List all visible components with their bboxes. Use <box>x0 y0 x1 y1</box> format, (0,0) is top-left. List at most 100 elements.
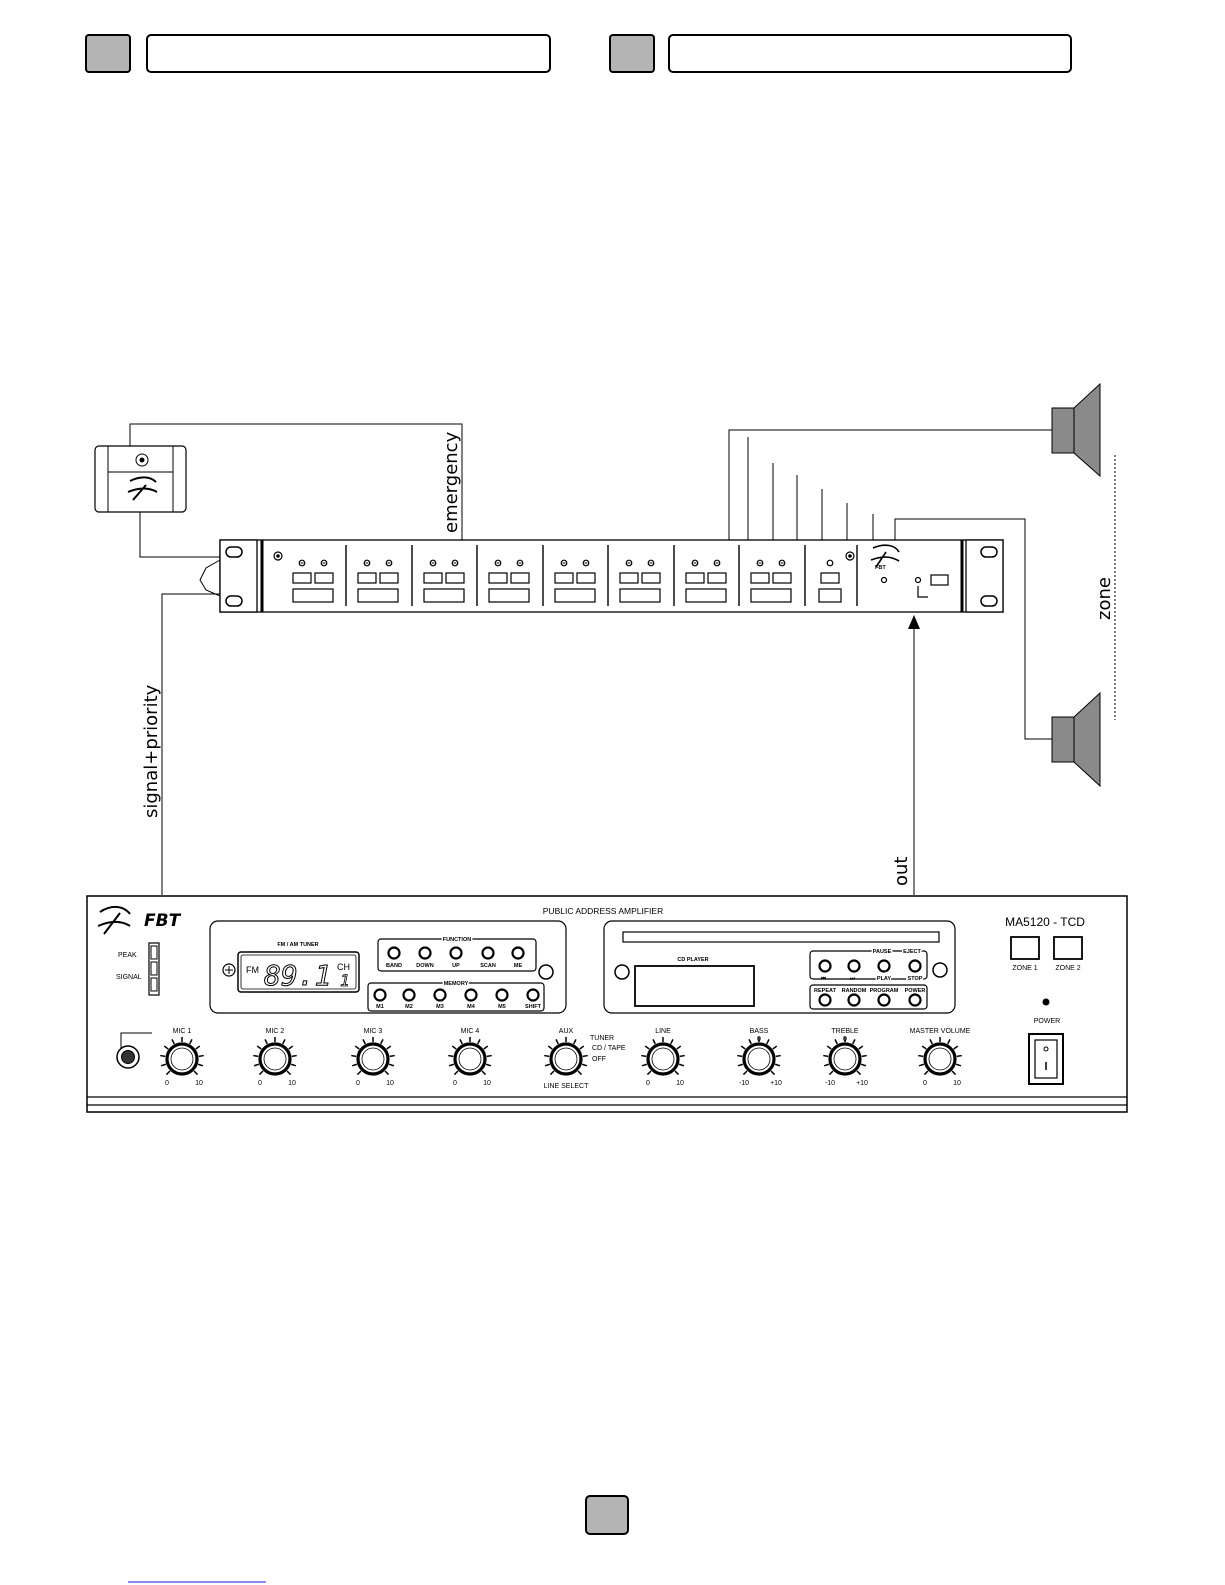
header-left-bar <box>146 34 551 73</box>
rack-input-bracket <box>199 559 221 597</box>
selector-off: OFF <box>592 1056 606 1063</box>
line-select-label: LINE SELECT <box>544 1083 589 1090</box>
cd-play-label: PLAY <box>877 976 891 982</box>
knob-label: MIC 4 <box>461 1028 480 1035</box>
cd-function-group <box>809 984 928 1010</box>
knob-min: -10 <box>825 1080 835 1087</box>
knob-label: BASS <box>750 1028 769 1035</box>
zone-module[interactable] <box>685 559 727 603</box>
knob-label: AUX <box>559 1028 574 1035</box>
cd-slot <box>622 931 940 943</box>
knob-treble[interactable]: TREBLE-10+100 <box>823 1028 868 1087</box>
header-left-square <box>85 34 131 73</box>
mic-jack-bracket <box>120 1032 152 1052</box>
knob-label: TREBLE <box>831 1028 859 1035</box>
cd-pause-label: PAUSE <box>873 949 892 955</box>
memory-m2-button[interactable] <box>402 988 416 1002</box>
memory-m5-button[interactable] <box>495 988 509 1002</box>
tuner-down-button[interactable] <box>418 946 432 960</box>
cd-random-button[interactable] <box>847 993 861 1007</box>
knob-min: 0 <box>165 1080 169 1087</box>
tuner-band-button[interactable] <box>387 946 401 960</box>
knob-min: 0 <box>646 1080 650 1087</box>
memory-m3-button[interactable] <box>433 988 447 1002</box>
master-module[interactable] <box>818 559 842 603</box>
memory-button-label: M2 <box>405 1004 413 1010</box>
power-led-icon <box>1042 998 1050 1006</box>
cd-repeat-button[interactable] <box>818 993 832 1007</box>
cd-transport-button[interactable] <box>847 959 861 973</box>
zone-module[interactable] <box>423 559 465 603</box>
knob-min: -10 <box>739 1080 749 1087</box>
zone-1-label: ZONE 1 <box>1012 965 1037 972</box>
knob-max: +10 <box>856 1080 868 1087</box>
zone-2-label: ZONE 2 <box>1055 965 1080 972</box>
tuner-up-button[interactable] <box>449 946 463 960</box>
knob-max: 10 <box>953 1080 961 1087</box>
cd-display <box>634 965 755 1007</box>
cd-left-knob[interactable] <box>614 964 630 980</box>
cd-transport-button[interactable] <box>908 959 922 973</box>
tuner-function-label: ME <box>514 963 523 969</box>
memory-button-label: M1 <box>376 1004 384 1010</box>
zone-module[interactable] <box>750 559 792 603</box>
knob-label: MIC 3 <box>364 1028 383 1035</box>
page-number-box <box>585 1495 629 1535</box>
zone-module[interactable] <box>357 559 399 603</box>
speaker-bottom <box>1051 691 1101 788</box>
tuner-me-button[interactable] <box>511 946 525 960</box>
cd-right-knob[interactable] <box>932 962 948 978</box>
selector-cd-tape: CD / TAPE <box>592 1045 626 1052</box>
emergency-label: emergency <box>441 431 462 533</box>
zone-module[interactable] <box>488 559 530 603</box>
cd-eject-label: EJECT <box>903 949 921 955</box>
cd-skip-back-icon: ⏮ <box>821 976 826 982</box>
zone-2-button[interactable] <box>1053 936 1083 960</box>
knob-min: 0 <box>923 1080 927 1087</box>
cd-transport-button[interactable] <box>818 959 832 973</box>
level-meter <box>148 942 160 996</box>
zone-module[interactable] <box>619 559 661 603</box>
knob-bass[interactable]: BASS-10+100 <box>737 1028 782 1087</box>
memory-m1-button[interactable] <box>373 988 387 1002</box>
zone-module[interactable] <box>292 559 334 603</box>
knob-min: 0 <box>258 1080 262 1087</box>
cd-transport-button[interactable] <box>877 959 891 973</box>
signal-priority-cable <box>161 593 220 895</box>
cd-power-button[interactable] <box>908 993 922 1007</box>
memory-m4-button[interactable] <box>464 988 478 1002</box>
tuner-display <box>237 951 360 993</box>
cd-stop-label: STOP <box>908 976 923 982</box>
knob-max: 10 <box>676 1080 684 1087</box>
tuner-scan-button[interactable] <box>481 946 495 960</box>
cd-title: CD PLAYER <box>677 957 708 963</box>
knob-aux[interactable]: AUX <box>544 1028 588 1076</box>
memory-button-label: M3 <box>436 1004 444 1010</box>
memory-group <box>367 982 545 1012</box>
amp-title: PUBLIC ADDRESS AMPLIFIER <box>543 906 663 916</box>
tuner-function-label: BAND <box>386 963 402 969</box>
knob-min: 0 <box>356 1080 360 1087</box>
cd-program-button[interactable] <box>877 993 891 1007</box>
svg-text:FBT: FBT <box>875 565 886 571</box>
out-label: out <box>891 857 912 886</box>
fbt-logo-icon <box>97 906 131 935</box>
zone-1-button[interactable] <box>1010 936 1040 960</box>
emergency-switch <box>94 445 187 513</box>
knob-center: 0 <box>757 1036 761 1043</box>
zone-module[interactable] <box>554 559 596 603</box>
header-right-bar <box>668 34 1072 73</box>
memory-shift-button[interactable] <box>526 988 540 1002</box>
zone-selector-rack: FBT <box>219 539 1004 613</box>
power-switch[interactable] <box>1028 1033 1064 1085</box>
power-label: POWER <box>1034 1018 1060 1025</box>
knob-label: MIC 1 <box>173 1028 192 1035</box>
tuner-right-knob[interactable] <box>538 964 554 980</box>
